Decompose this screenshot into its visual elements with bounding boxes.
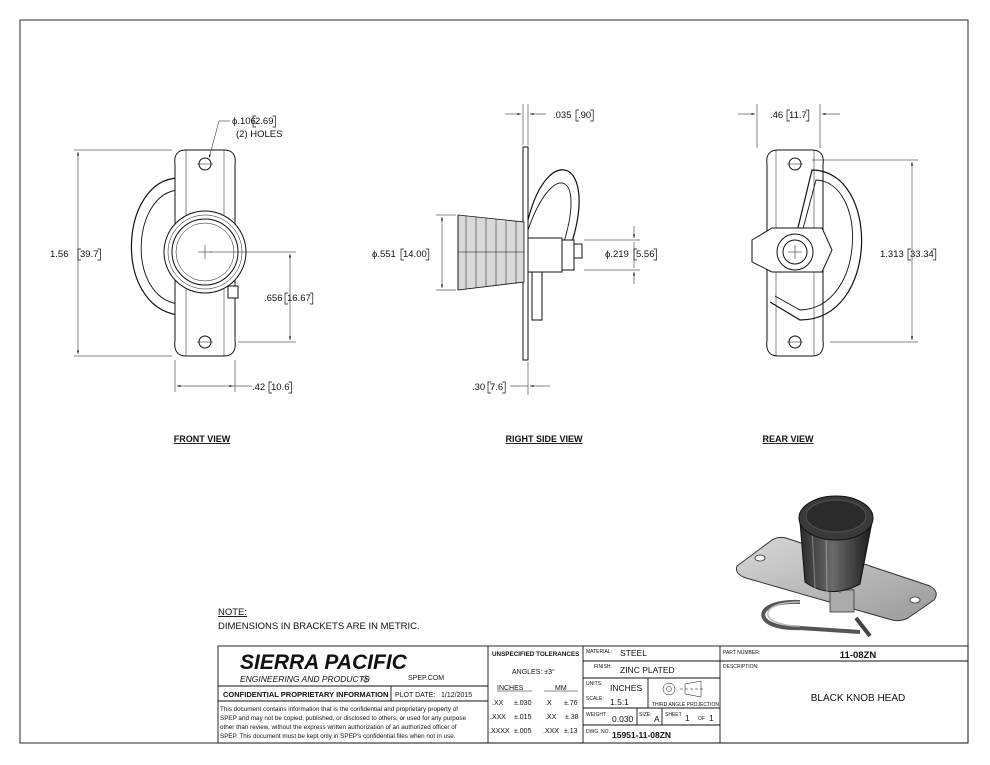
metric-bracket bbox=[284, 292, 314, 305]
scale-label: SCALE: bbox=[586, 696, 604, 702]
width-mm-text: 10.6 bbox=[271, 382, 290, 393]
finish-value: ZINC PLATED bbox=[620, 665, 675, 675]
tolerance-row: .XX ±.030 .X ±.76 bbox=[492, 700, 578, 707]
description: BLACK KNOB HEAD bbox=[811, 693, 905, 704]
plot-date: 1/12/2015 bbox=[441, 692, 472, 699]
sheet-value: 1 bbox=[685, 713, 690, 723]
confidential-line-4: SPEP. This document must be kept only in… bbox=[220, 733, 456, 740]
pin-dia-mm-text: 5.56 bbox=[636, 249, 655, 260]
tol-mm-fmt-2: .XX bbox=[545, 714, 557, 721]
knob-len-mm-text: 7.6 bbox=[490, 382, 503, 393]
plot-date-label: PLOT DATE: bbox=[395, 692, 435, 699]
scale-value: 1.5:1 bbox=[610, 697, 629, 707]
metric-bracket bbox=[487, 381, 506, 394]
title-block-frame bbox=[217, 645, 969, 744]
confidential-line-3: other than review, without the express w… bbox=[220, 724, 457, 731]
units-label: UNITS: bbox=[586, 681, 602, 687]
tol-in-fmt-2: .XXX bbox=[490, 714, 506, 721]
confidential-line-1: This document contains information that … bbox=[220, 706, 458, 713]
height-dim-text: 1.56 bbox=[50, 249, 69, 260]
tol-mm-tol-3: ±.13 bbox=[564, 728, 578, 735]
right-side-view-label: RIGHT SIDE VIEW bbox=[505, 434, 583, 444]
tol-mm-fmt-1: .X bbox=[545, 700, 552, 707]
front-view bbox=[74, 120, 296, 392]
mm-head: MM bbox=[555, 685, 567, 692]
rear-width-mm-text: 11.7 bbox=[789, 110, 807, 121]
pin-dia-text: ϕ.219 bbox=[605, 249, 629, 260]
confidential-heading: CONFIDENTIAL PROPRIETARY INFORMATION bbox=[223, 690, 388, 699]
of-label: OF bbox=[698, 716, 705, 722]
rear-view-label: REAR VIEW bbox=[762, 434, 814, 444]
tol-mm-tol-2: ±.38 bbox=[565, 714, 579, 721]
plate-thk-text: .035 bbox=[553, 110, 572, 121]
projection-label: THIRD ANGLE PROJECTION bbox=[652, 702, 719, 708]
registered-mark-circle bbox=[362, 675, 370, 683]
angles-text: ANGLES: ±3° bbox=[512, 668, 555, 676]
height-mm-text: 39.7 bbox=[80, 249, 99, 260]
tol-mm-tol-1: ±.76 bbox=[564, 700, 578, 707]
dwg-number: 15951-11-08ZN bbox=[612, 730, 671, 740]
size-label: SIZE: bbox=[639, 712, 652, 718]
tol-mm-fmt-3: .XXX bbox=[543, 728, 559, 735]
tolerance-row: .XXXX ±.005 .XXX ±.13 bbox=[489, 728, 578, 735]
metric-bracket bbox=[77, 248, 101, 261]
center-offset-text: .656 bbox=[264, 293, 283, 304]
part-number: 11-08ZN bbox=[840, 650, 877, 661]
holes-note-text: (2) HOLES bbox=[236, 129, 282, 140]
tolerance-row: .XXX ±.015 .XX ±.38 bbox=[490, 714, 579, 721]
finish-label: FINISH: bbox=[594, 664, 612, 670]
inches-head: INCHES bbox=[497, 685, 524, 692]
knob-len-text: .30 bbox=[472, 382, 485, 393]
description-label: DESCRIPTION: bbox=[723, 664, 759, 670]
dwg-label: DWG. NO. bbox=[586, 729, 610, 735]
weight-value: 0.030 bbox=[612, 714, 634, 724]
width-dim-text: .42 bbox=[252, 382, 265, 393]
metric-bracket bbox=[907, 248, 937, 261]
rear-height-text: 1.313 bbox=[880, 249, 904, 260]
plate-thk-mm-text: .90 bbox=[578, 110, 591, 121]
company-sub: ENGINEERING AND PRODUCTS bbox=[240, 674, 370, 684]
weight-label: WEIGHT: bbox=[586, 712, 607, 718]
note-text: DIMENSIONS IN BRACKETS ARE IN METRIC. bbox=[218, 621, 420, 632]
tol-in-fmt-1: .XX bbox=[492, 700, 504, 707]
isometric-view bbox=[735, 495, 937, 638]
company-name: SIERRA PACIFIC bbox=[240, 651, 408, 674]
rear-height-mm-text: 33.34 bbox=[910, 249, 934, 260]
metric-bracket bbox=[786, 109, 810, 122]
size-value: A bbox=[654, 714, 660, 724]
material-value: STEEL bbox=[620, 648, 647, 658]
rear-view bbox=[738, 104, 918, 357]
units-value: INCHES bbox=[610, 683, 642, 693]
knob-dia-mm-text: 14.00 bbox=[403, 249, 427, 260]
metric-bracket bbox=[633, 248, 657, 261]
sheet-total: 1 bbox=[709, 713, 714, 723]
center-offset-mm-text: 16.67 bbox=[287, 293, 311, 304]
right-side-view bbox=[436, 104, 640, 395]
tolerances-heading: UNSPECIFIED TOLERANCES bbox=[492, 651, 579, 658]
metric-bracket bbox=[400, 248, 430, 261]
sheet-label: SHEET bbox=[665, 712, 682, 718]
hole-dia-text: ϕ.106 bbox=[232, 116, 256, 127]
website-text: SPEP.COM bbox=[408, 675, 444, 682]
metric-bracket bbox=[575, 109, 594, 122]
confidential-line-2: SPEP and may not be copied, published, o… bbox=[220, 715, 466, 722]
tol-in-fmt-3: .XXXX bbox=[489, 728, 510, 735]
note-title: NOTE: bbox=[218, 607, 247, 618]
knob-dia-text: ϕ.551 bbox=[372, 249, 396, 260]
metric-bracket bbox=[268, 381, 292, 394]
tol-in-tol-1: ±.030 bbox=[514, 700, 532, 707]
registered-mark: R bbox=[364, 677, 368, 682]
rear-width-text: .46 bbox=[770, 110, 783, 121]
tol-in-tol-3: ±.005 bbox=[514, 728, 532, 735]
front-view-label: FRONT VIEW bbox=[174, 434, 231, 444]
hole-dia-mm-text: 2.69 bbox=[255, 116, 274, 127]
part-number-label: PART NUMBER: bbox=[723, 650, 760, 656]
material-label: MATERIAL: bbox=[586, 649, 612, 655]
tol-in-tol-2: ±.015 bbox=[514, 714, 532, 721]
metric-bracket bbox=[252, 115, 276, 128]
